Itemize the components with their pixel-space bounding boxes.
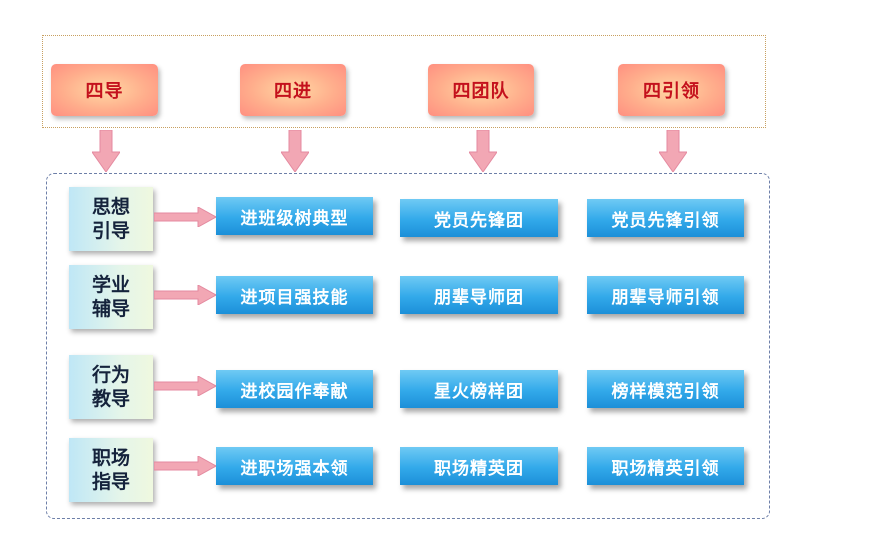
team-box: 党员先锋团 xyxy=(400,199,558,237)
team-box-label: 党员先锋团 xyxy=(434,210,524,231)
team-box-label: 星火榜样团 xyxy=(434,381,524,402)
jin-box: 进班级树典型 xyxy=(216,197,373,235)
row-label-zhichang: 职场 指导 xyxy=(69,438,153,502)
row-label-text: 思想 引导 xyxy=(91,196,130,242)
jin-box: 进校园作奉献 xyxy=(216,370,373,408)
down-arrow-icon xyxy=(469,130,497,172)
right-arrow-icon xyxy=(154,456,216,476)
header-si-yinling: 四引领 xyxy=(618,64,725,116)
row-label-xueye: 学业 辅导 xyxy=(69,265,153,329)
jin-box-label: 进校园作奉献 xyxy=(240,381,349,402)
header-si-tuandui-label: 四团队 xyxy=(452,81,510,102)
team-box: 职场精英团 xyxy=(400,447,558,485)
lead-box-label: 榜样模范引领 xyxy=(611,381,720,402)
row-label-text: 职场 指导 xyxy=(91,447,130,493)
jin-box-label: 进职场强本领 xyxy=(240,458,349,479)
jin-box-label: 进项目强技能 xyxy=(240,287,349,308)
team-box: 朋辈导师团 xyxy=(400,276,558,314)
row-label-text: 行为 教导 xyxy=(91,364,130,410)
right-arrow-icon xyxy=(154,285,216,305)
lead-box-label: 党员先锋引领 xyxy=(611,210,720,231)
right-arrow-icon xyxy=(154,376,216,396)
team-box-label: 朋辈导师团 xyxy=(434,287,524,308)
team-box: 星火榜样团 xyxy=(400,370,558,408)
header-si-yinling-label: 四引领 xyxy=(643,81,700,102)
row-label-sixiang: 思想 引导 xyxy=(69,187,153,251)
jin-box: 进项目强技能 xyxy=(216,276,373,314)
down-arrow-icon xyxy=(92,130,120,172)
lead-box-label: 朋辈导师引领 xyxy=(611,287,720,308)
row-label-text: 学业 辅导 xyxy=(91,274,130,320)
lead-box: 党员先锋引领 xyxy=(587,199,744,237)
row-label-xingwei: 行为 教导 xyxy=(69,355,153,419)
down-arrow-icon xyxy=(659,130,687,172)
header-frame xyxy=(42,35,766,128)
header-si-jin-label: 四进 xyxy=(274,81,312,102)
lead-box: 朋辈导师引领 xyxy=(587,276,744,314)
header-si-tuandui: 四团队 xyxy=(428,64,534,116)
header-si-dao: 四导 xyxy=(51,64,158,116)
jin-box: 进职场强本领 xyxy=(216,447,373,485)
lead-box: 榜样模范引领 xyxy=(587,370,744,408)
lead-box-label: 职场精英引领 xyxy=(611,458,720,479)
right-arrow-icon xyxy=(154,207,216,227)
jin-box-label: 进班级树典型 xyxy=(240,208,349,229)
header-si-dao-label: 四导 xyxy=(85,81,124,102)
content-frame xyxy=(46,173,770,519)
header-si-jin: 四进 xyxy=(240,64,346,116)
team-box-label: 职场精英团 xyxy=(434,458,524,479)
down-arrow-icon xyxy=(281,130,309,172)
lead-box: 职场精英引领 xyxy=(587,447,744,485)
